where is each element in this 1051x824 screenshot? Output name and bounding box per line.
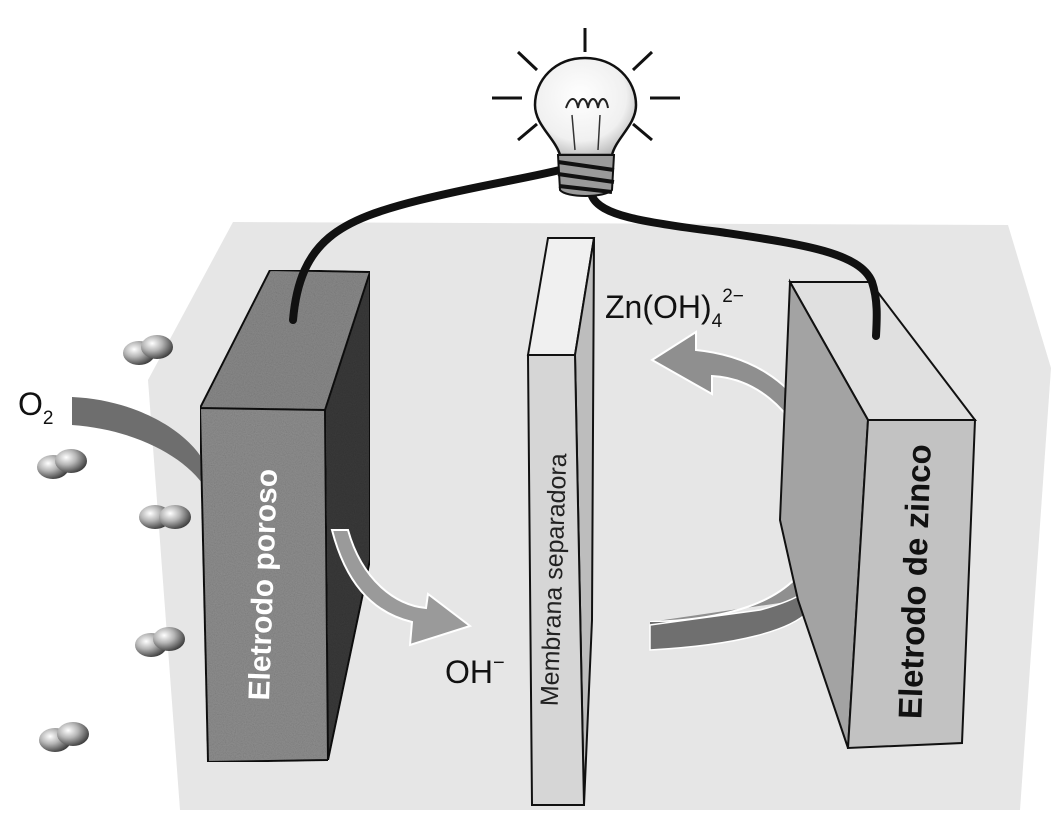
wire-right (588, 192, 881, 340)
separator-membrane: Membrana separadora (526, 237, 596, 806)
hydroxide-label-superscript: − (493, 652, 505, 674)
zincate-label-base: Zn(OH) (605, 289, 712, 325)
hydroxide-label-base: OH (445, 654, 493, 690)
zincate-label: Zn(OH)4 2− (605, 286, 744, 332)
light-bulb-icon (492, 28, 680, 197)
oxygen-molecule-icon (135, 627, 185, 657)
hydroxide-label: OH− (445, 652, 505, 690)
oxygen-label: O2 (18, 386, 53, 429)
oxygen-label-subscript: 2 (43, 408, 54, 429)
oxygen-inflow-arrow (72, 397, 208, 492)
hydroxide-arrow (330, 529, 473, 647)
zincate-label-superscript: 2− (722, 286, 744, 307)
oxygen-molecule-icon (39, 722, 89, 752)
oxygen-molecule-icon (123, 335, 173, 365)
wire-left (289, 164, 572, 324)
zincate-label-subscript: 4 (712, 311, 723, 332)
oxygen-molecule-icon (139, 505, 191, 529)
porous-electrode-label: Eletrodo poroso (243, 468, 284, 701)
oxygen-molecule-icon (37, 449, 87, 479)
porous-electrode: Eletrodo poroso (198, 268, 372, 764)
zinc-electrode: Eletrodo de zinco (778, 278, 978, 750)
oxygen-label-base: O (18, 386, 43, 422)
